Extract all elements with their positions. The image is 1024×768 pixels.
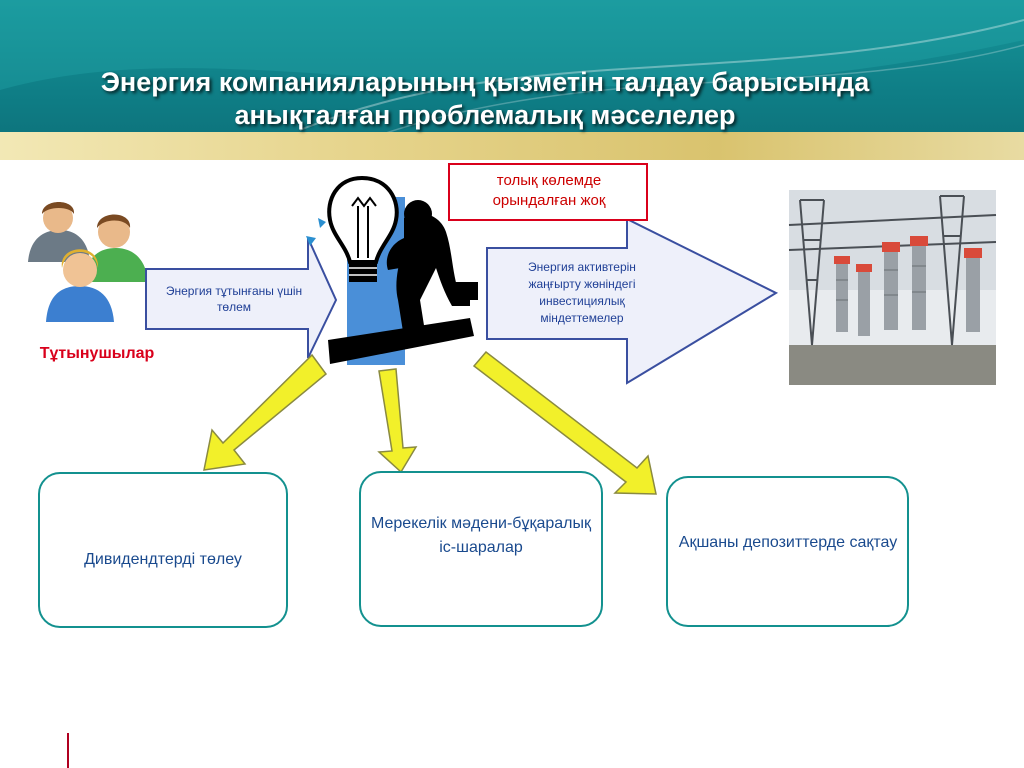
payment-arrow-label: Энергия тұтынғаны үшін төлем bbox=[165, 284, 303, 314]
investment-arrow-label: Энергия активтерін жаңғырту жөніндегі ин… bbox=[528, 260, 636, 325]
payment-arrow bbox=[145, 237, 338, 359]
consumers-label: Тұтынушылар bbox=[39, 345, 155, 362]
businessman-icon bbox=[328, 200, 478, 364]
arrow-to-dividends bbox=[203, 353, 328, 471]
dividends-text: Дивидендтерді төлеу bbox=[84, 551, 242, 568]
deposits-box bbox=[666, 476, 909, 627]
people-icon bbox=[28, 202, 148, 322]
investment-arrow bbox=[486, 217, 779, 385]
title-line-1: Энергия компанияларының қызметін талдау … bbox=[100, 67, 870, 97]
dividends-box bbox=[38, 472, 288, 628]
slide-corner-line bbox=[67, 733, 69, 768]
header-gold-band bbox=[0, 132, 1024, 160]
slide-header bbox=[0, 0, 1024, 160]
arrow-to-events bbox=[377, 368, 418, 474]
events-box bbox=[359, 471, 603, 627]
header-wave-decoration bbox=[0, 0, 1024, 136]
deposits-text: Ақшаны депозиттерде сақтау bbox=[678, 534, 898, 551]
warning-box bbox=[448, 163, 648, 221]
title-line-2: анықталған проблемалық мәселелер bbox=[234, 100, 736, 130]
events-text: Мерекелік мәдени-бұқаралық іс-шаралар bbox=[370, 515, 591, 556]
slide-title: Энергия компанияларының қызметін талдау … bbox=[0, 66, 970, 132]
warning-text: толық көлемде орындалған жоқ bbox=[492, 172, 606, 209]
arrow-to-deposits bbox=[472, 350, 657, 495]
lightbulb-icon bbox=[306, 175, 399, 282]
substation-photo bbox=[788, 190, 997, 385]
